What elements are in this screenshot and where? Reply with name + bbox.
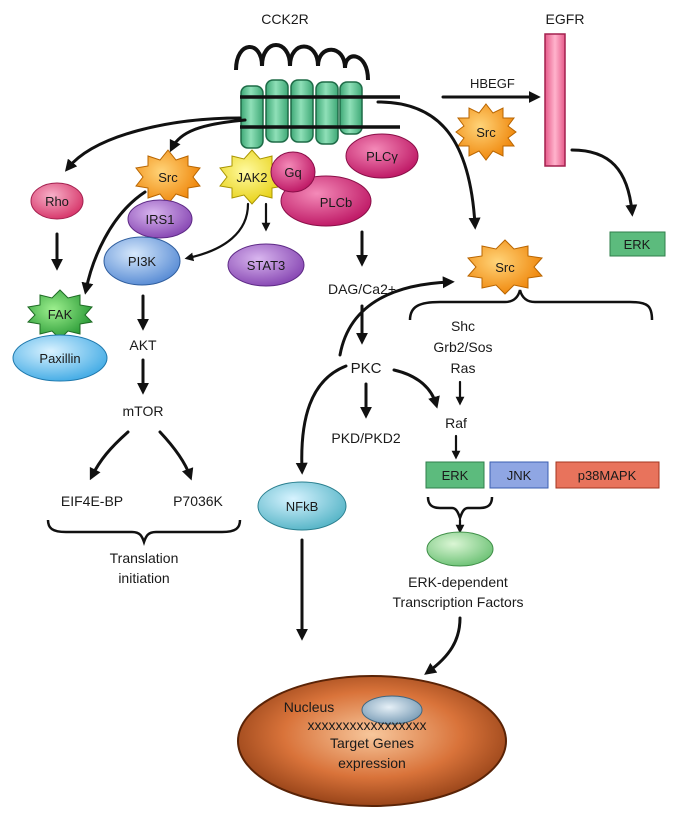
rho-label: Rho — [45, 194, 69, 209]
irs1-label: IRS1 — [146, 212, 175, 227]
src-right-node — [467, 239, 543, 295]
arrow-mtor-eif4e — [89, 430, 130, 481]
src-brace — [408, 289, 654, 321]
erk-box — [425, 461, 485, 489]
akt-label: AKT — [129, 337, 157, 353]
raf-label: Raf — [445, 415, 467, 431]
dag-label: DAG/Ca2+ — [328, 281, 396, 297]
plcg-node — [345, 133, 419, 179]
nucleus-line2: expression — [338, 755, 406, 771]
nfkb-node — [257, 481, 347, 531]
rho-node — [30, 182, 84, 220]
mtor-label: mTOR — [123, 403, 164, 419]
pkd-label: PKD/PKD2 — [331, 430, 400, 446]
p38mapk-label: p38MAPK — [578, 468, 637, 483]
irs1-node — [127, 199, 193, 239]
nucleus-line1: Target Genes — [330, 735, 414, 751]
arrow-pkc-raf — [392, 368, 440, 409]
paxillin-label: Paxillin — [39, 351, 80, 366]
translation-line2: initiation — [118, 570, 169, 586]
stat3-label: STAT3 — [247, 258, 286, 273]
cck2r-receptor — [234, 43, 400, 149]
translation-line1: Translation — [110, 550, 179, 566]
p70s6k-label: P7036K — [173, 493, 223, 509]
arrow-mtor-p70s6k — [158, 430, 194, 481]
src-right-label: Src — [495, 260, 515, 275]
eif4e-label: EIF4E-BP — [61, 493, 123, 509]
arrow-pkc-nfkb — [295, 364, 348, 475]
shc-label: Shc — [451, 318, 475, 334]
gq-label: Gq — [284, 165, 301, 180]
jnk-label: JNK — [507, 468, 532, 483]
arrow-receptor-rho — [64, 116, 242, 172]
tf-line1: ERK-dependent — [408, 574, 508, 590]
pkc-label: PKC — [351, 360, 382, 377]
jak2-label: JAK2 — [236, 170, 267, 185]
tf-node — [426, 531, 494, 567]
translation-brace — [46, 519, 242, 546]
nucleus — [237, 675, 507, 807]
plcb-label: PLCb — [320, 195, 353, 210]
arrow-pkc-src — [338, 276, 455, 357]
arrow-receptor-src — [169, 118, 247, 153]
erk-egfr-box — [609, 231, 666, 257]
cck2r-label: CCK2R — [261, 11, 308, 27]
jnk-box — [489, 461, 549, 489]
nucleolus — [361, 695, 423, 725]
erk-egfr-label: ERK — [624, 237, 651, 252]
ras-label: Ras — [451, 360, 476, 376]
paxillin-node — [12, 334, 108, 382]
egfr-label: EGFR — [546, 11, 585, 27]
egfr-receptor — [544, 33, 566, 167]
src-egfr-node — [455, 103, 517, 161]
nfkb-label: NFkB — [286, 499, 319, 514]
nucleus-title: Nucleus — [284, 699, 335, 715]
arrow-receptor-src-right — [376, 100, 481, 230]
arrow-jak2-pi3k — [184, 202, 250, 262]
hbegf-label: HBEGF — [470, 76, 515, 91]
plcg-label: PLCγ — [366, 149, 398, 164]
erk-label: ERK — [442, 468, 469, 483]
grb2-label: Grb2/Sos — [433, 339, 492, 355]
p38mapk-box — [555, 461, 660, 489]
src-left-label: Src — [158, 170, 178, 185]
nucleus-sequence: xxxxxxxxxxxxxxxxx — [308, 717, 427, 733]
erk-jnk-brace — [426, 496, 494, 522]
gq-node — [270, 151, 316, 193]
src-egfr-label: Src — [476, 125, 496, 140]
arrow-egfr-erk — [570, 148, 638, 217]
arrow-src-fak — [81, 190, 147, 295]
arrow-tf-nucleus — [424, 616, 462, 675]
pi3k-node — [103, 236, 181, 286]
pi3k-label: PI3K — [128, 254, 157, 269]
fak-label: FAK — [48, 307, 73, 322]
tf-line2: Transcription Factors — [393, 594, 524, 610]
stat3-node — [227, 243, 305, 287]
